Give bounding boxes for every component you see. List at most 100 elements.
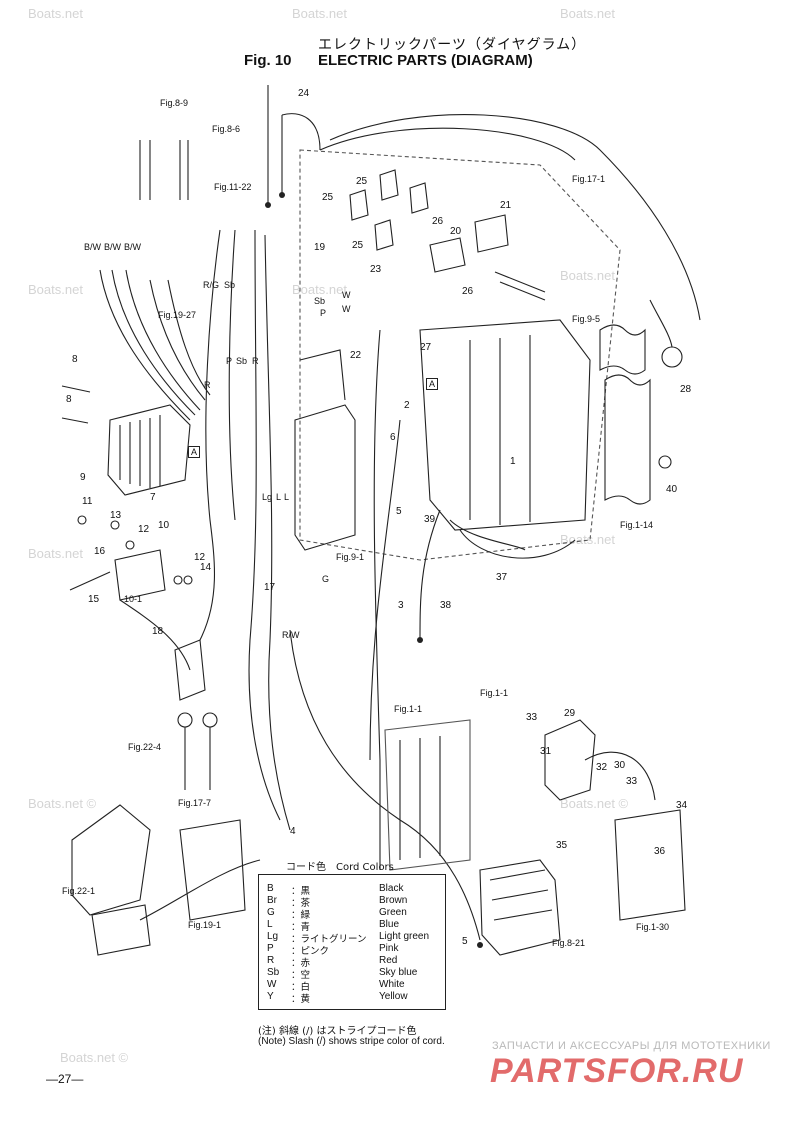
part-number: 22 bbox=[350, 350, 362, 361]
wire-label: R/G bbox=[203, 280, 220, 290]
part-number: 26 bbox=[462, 286, 474, 297]
part-number: 3 bbox=[398, 600, 404, 611]
title-japanese: エレクトリックパーツ（ダイヤグラム） bbox=[318, 37, 587, 53]
color-en: Sky blue bbox=[379, 967, 418, 978]
fig-ref: Fig.22-1 bbox=[62, 886, 96, 896]
wire-label: Sb bbox=[314, 296, 326, 306]
part-number: 35 bbox=[556, 840, 568, 851]
wire-label: B/W bbox=[84, 242, 101, 252]
color-jp: ：空 bbox=[291, 970, 311, 981]
fig-ref: Fig.1-1 bbox=[394, 704, 423, 714]
color-code: W bbox=[267, 979, 277, 990]
wire-label: L bbox=[276, 492, 282, 502]
watermark: Boats.net © bbox=[560, 796, 629, 811]
figure-number: Fig. 10 bbox=[244, 52, 292, 69]
part-number: 26 bbox=[432, 216, 444, 227]
part-number: 10 bbox=[158, 520, 170, 531]
part-number: 19 bbox=[314, 242, 326, 253]
color-code: Y bbox=[267, 991, 274, 1002]
legend-row: Y ：黄 Yellow bbox=[259, 991, 445, 1005]
watermark: Boats.net bbox=[28, 546, 83, 561]
watermark: Boats.net bbox=[292, 282, 347, 297]
wire-label: R bbox=[252, 356, 259, 366]
wire-label: R bbox=[204, 380, 211, 390]
wire-label: B/W bbox=[104, 242, 121, 252]
color-en: Light green bbox=[379, 931, 430, 942]
fig-ref: Fig.1-14 bbox=[620, 520, 654, 530]
part-number: 11 bbox=[82, 496, 93, 507]
part-number: 12 bbox=[138, 524, 150, 535]
part-number: 12 bbox=[194, 552, 206, 563]
part-number: 16 bbox=[94, 546, 106, 557]
part-number: 40 bbox=[666, 484, 678, 495]
color-jp: ：黄 bbox=[291, 994, 311, 1005]
color-jp: ：赤 bbox=[291, 958, 311, 969]
part-number: 1 bbox=[510, 456, 516, 467]
part-number: 13 bbox=[110, 510, 122, 521]
watermark: Boats.net © bbox=[60, 1050, 129, 1065]
part-number: 23 bbox=[370, 264, 382, 275]
color-code: P bbox=[267, 943, 274, 954]
color-en: Red bbox=[379, 955, 398, 966]
part-number: 5 bbox=[462, 936, 468, 947]
part-number: 37 bbox=[496, 572, 508, 583]
watermark: Boats.net bbox=[28, 282, 83, 297]
fig-ref: Fig.19-1 bbox=[188, 920, 222, 930]
color-en: Yellow bbox=[379, 991, 408, 1002]
part-number: 25 bbox=[356, 176, 368, 187]
part-number: 39 bbox=[424, 514, 436, 525]
part-number: 20 bbox=[450, 226, 462, 237]
wire-label: B/W bbox=[124, 242, 141, 252]
part-number: 25 bbox=[352, 240, 364, 251]
part-number: 30 bbox=[614, 760, 626, 771]
color-en: Brown bbox=[379, 895, 408, 906]
watermark: Boats.net bbox=[292, 6, 347, 21]
note-english: (Note) Slash (/) shows stripe color of c… bbox=[258, 1036, 445, 1047]
page-number: —27— bbox=[46, 1072, 84, 1086]
color-en: White bbox=[379, 979, 405, 990]
color-code: G bbox=[267, 907, 275, 918]
wire-label: Sb bbox=[236, 356, 248, 366]
wire-label: L bbox=[284, 492, 290, 502]
reference-marker: A bbox=[188, 446, 201, 458]
wire-label: Sb bbox=[224, 280, 236, 290]
part-number: 2 bbox=[404, 400, 410, 411]
reference-marker: A bbox=[426, 378, 439, 390]
part-number: 6 bbox=[390, 432, 396, 443]
part-number: 18 bbox=[152, 626, 164, 637]
part-number: 7 bbox=[150, 492, 156, 503]
color-code: B bbox=[267, 883, 274, 894]
wire-label: P bbox=[320, 308, 327, 318]
legend-title: コード色 Cord Colors bbox=[286, 862, 394, 873]
fig-ref: Fig.19-27 bbox=[158, 310, 197, 320]
color-en: Pink bbox=[379, 943, 399, 954]
part-number: 17 bbox=[264, 582, 276, 593]
fig-ref: Fig.9-1 bbox=[336, 552, 365, 562]
part-number: 27 bbox=[420, 342, 432, 353]
color-jp: ：緑 bbox=[291, 910, 311, 921]
color-code: Sb bbox=[267, 967, 280, 978]
part-number: 4 bbox=[290, 826, 296, 837]
color-jp: ：青 bbox=[291, 922, 311, 933]
part-number: 33 bbox=[626, 776, 638, 787]
sub-assembly-label: 10-1 bbox=[124, 594, 143, 604]
part-number: 38 bbox=[440, 600, 452, 611]
watermark: Boats.net bbox=[560, 6, 615, 21]
title-english: ELECTRIC PARTS (DIAGRAM) bbox=[318, 52, 533, 69]
part-number: 25 bbox=[322, 192, 334, 203]
wire-label: W bbox=[342, 304, 351, 314]
watermark: Boats.net © bbox=[28, 796, 97, 811]
watermark: Boats.net bbox=[560, 532, 615, 547]
brand-tagline: ЗАПЧАСТИ И АКСЕССУАРЫ ДЛЯ МОТОТЕХНИКИ bbox=[492, 1040, 771, 1052]
part-number: 24 bbox=[298, 88, 310, 99]
watermark: Boats.net bbox=[28, 6, 83, 21]
